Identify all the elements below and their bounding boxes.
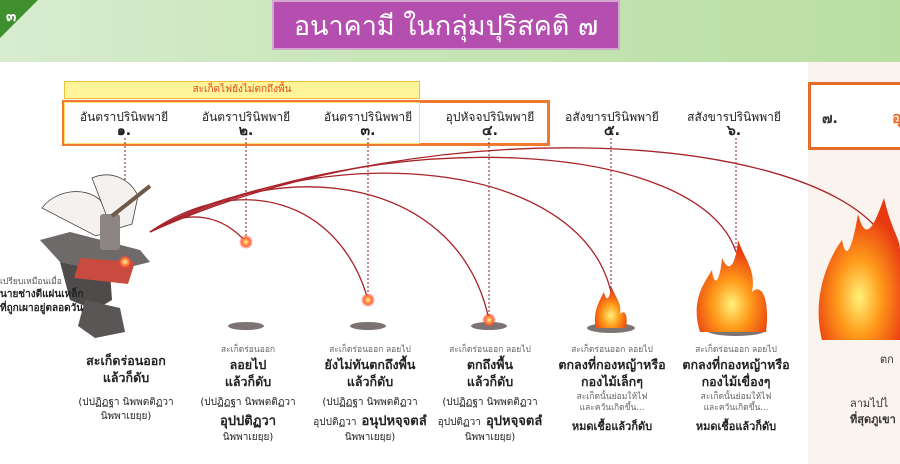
small-fire-flame [594,286,627,328]
description-main: ตกลงที่กองหญ้าหรือ กองไม้เล็กๆ [558,357,666,389]
description-small: สะเก็ดร่อนออก ลอยไป [329,345,411,355]
trajectory-7 [149,147,881,233]
stage-label: อสังขารปรินิพพายี [565,110,659,124]
description-main: สะเก็ดร่อนออก แล้วก็ดับ [86,353,166,385]
description-ref-bold: หมดเชื้อแล้วก็ดับ [695,420,777,433]
description-column-1: สะเก็ดร่อนออก แล้วก็ดับ (ปปฏิฏฐา นิพพตติ… [58,352,194,424]
stage-number: ๖. [726,123,742,139]
description-small: สะเก็ดร่อนออก [220,345,276,355]
blacksmith-illustration [40,174,152,338]
stage-label: อันตราปรินิพพายี [201,110,291,124]
trajectory-2 [149,216,247,243]
small-fire [594,286,627,328]
left-caption-lines: นายช่างตีแผ่นเหล็ก ที่ถูกเผาอยู่ตลอดวัน [0,289,84,314]
description-column-4: สะเก็ดร่อนออก ลอยไป ตกถึงพื้น แล้วก็ดับ … [420,345,560,445]
trajectory-5 [149,172,612,293]
stage-label: อุปหัจจปรินิพพายี [445,110,535,124]
description-ref-bold: อุปหจฺจตลํ [485,414,543,429]
description-column-5: สะเก็ดร่อนออก ลอยไป ตกลงที่กองหญ้าหรือ ก… [544,345,680,435]
page-title: อนาคามี ในกลุ่มปุริสคติ ๗ [272,0,620,50]
left-caption-note: เปรียบเหมือนเมื่อ [0,277,62,287]
description-ref: สะเก็ดนั้นย่อมให้ไฟ และควันเกิดขึ้น... [576,392,648,413]
spark-4 [482,313,496,327]
description-main: ตกลงที่กองหญ้าหรือ กองไม้เขื่องๆ [682,357,790,389]
sparks [118,235,496,327]
description-ref-tail: นิพพาเยยฺย) [464,432,516,443]
page-number: ๓ [6,7,17,25]
big-fire-flame [818,198,900,340]
stage-number: ๕. [604,123,620,139]
description-ref-bold: อนุปหจฺจตลํ [361,414,427,429]
shadow-2 [228,322,264,330]
description-column-6: สะเก็ดร่อนออก ลอยไป ตกลงที่กองหญ้าหรือ ก… [668,345,804,435]
stage-7-box [808,82,900,150]
shadow-3 [350,322,386,330]
stage-heading: อุปหัจจปรินิพพายี ๔. [430,110,550,138]
description-main: ลอยไป แล้วก็ดับ [224,357,272,389]
legend-label: สะเก็ดไฟยังไม่ตกถึงพื้น [192,84,292,95]
medium-fire-flame [696,240,768,332]
stage-number: ๒. [238,123,254,139]
stage-heading: อันตราปรินิพพายี ๒. [186,110,306,138]
right-fragment-line1: ลามไปไ [850,397,889,410]
trajectory-4 [149,186,490,321]
description-main: ยังไม่ทันตกถึงพื้น แล้วก็ดับ [324,357,416,389]
medium-fire [696,240,768,332]
description-column-3: สะเก็ดร่อนออก ลอยไป ยังไม่ทันตกถึงพื้น แ… [300,345,440,445]
stage-label: อันตราปรินิพพายี [79,110,169,124]
stages-orange-box [62,100,550,146]
spark-trajectories [149,147,881,321]
description-main: ตกถึงพื้น แล้วก็ดับ [466,357,514,389]
hammer-handle [110,184,152,218]
spark-2 [239,235,253,249]
description-ref: (ปปฏิฏฐา นิพพตติฏวา อุปปติฏวา [313,397,418,428]
description-ref-bold: หมดเชื้อแล้วก็ดับ [571,420,653,433]
spark-3 [361,293,375,307]
stage-7-number: ๗. [822,111,838,127]
right-fragment-top: ตก [880,353,894,366]
anvil-base [78,300,125,338]
stage-heading: อสังขารปรินิพพายี ๕. [552,110,672,138]
big-fire [818,198,900,340]
stage-number: ๔. [482,123,498,139]
ground-shadows [228,322,766,336]
stages-inner-box [64,102,420,144]
description-ref: (ปปฏิฏฐา นิพพตติฏวา นิพพาเยยฺย) [78,397,174,422]
right-fragment-line2: ที่สุดภูเขา [850,413,896,426]
leader-lines [124,138,737,316]
trajectory-3 [149,199,369,301]
spark-1 [118,255,132,269]
description-column-2: สะเก็ดร่อนออก ลอยไป แล้วก็ดับ (ปปฏิฏฐา น… [180,345,316,445]
description-ref: (ปปฏิฏฐา นิพพตติฏวา [200,397,296,408]
description-ref: สะเก็ดนั้นย่อมให้ไฟ และควันเกิดขึ้น... [700,392,772,413]
description-small: สะเก็ดร่อนออก ลอยไป [571,345,653,355]
hand-right [91,174,139,231]
trajectory-6 [149,156,737,253]
stage-7-fragment: อุ [892,108,900,127]
description-ref-tail: นิพพาเยยฺย) [222,432,274,443]
stage-number: ๑. [116,123,132,139]
description-ref-tail: นิพพาเยยฺย) [344,432,396,443]
stage-label: สสังขารปรินิพพายี [687,110,781,124]
stage-number: ๓. [360,123,376,139]
description-ref-bold: อุปปติฏวา [219,414,277,429]
stage-label: อันตราปรินิพพายี [323,110,413,124]
stage-heading: สสังขารปรินิพพายี ๖. [674,110,794,138]
description-small: สะเก็ดร่อนออก ลอยไป [695,345,777,355]
description-ref: (ปปฏิฏฐา นิพพตติฏวา อุปปติฏวา [437,397,538,428]
stage-heading: อันตราปรินิพพายี ๑. [64,110,184,138]
stage-heading: อันตราปรินิพพายี ๓. [308,110,428,138]
legend-yellow-box: สะเก็ดไฟยังไม่ตกถึงพื้น [64,81,420,99]
hammer-head [100,214,120,250]
description-small: สะเก็ดร่อนออก ลอยไป [449,345,531,355]
